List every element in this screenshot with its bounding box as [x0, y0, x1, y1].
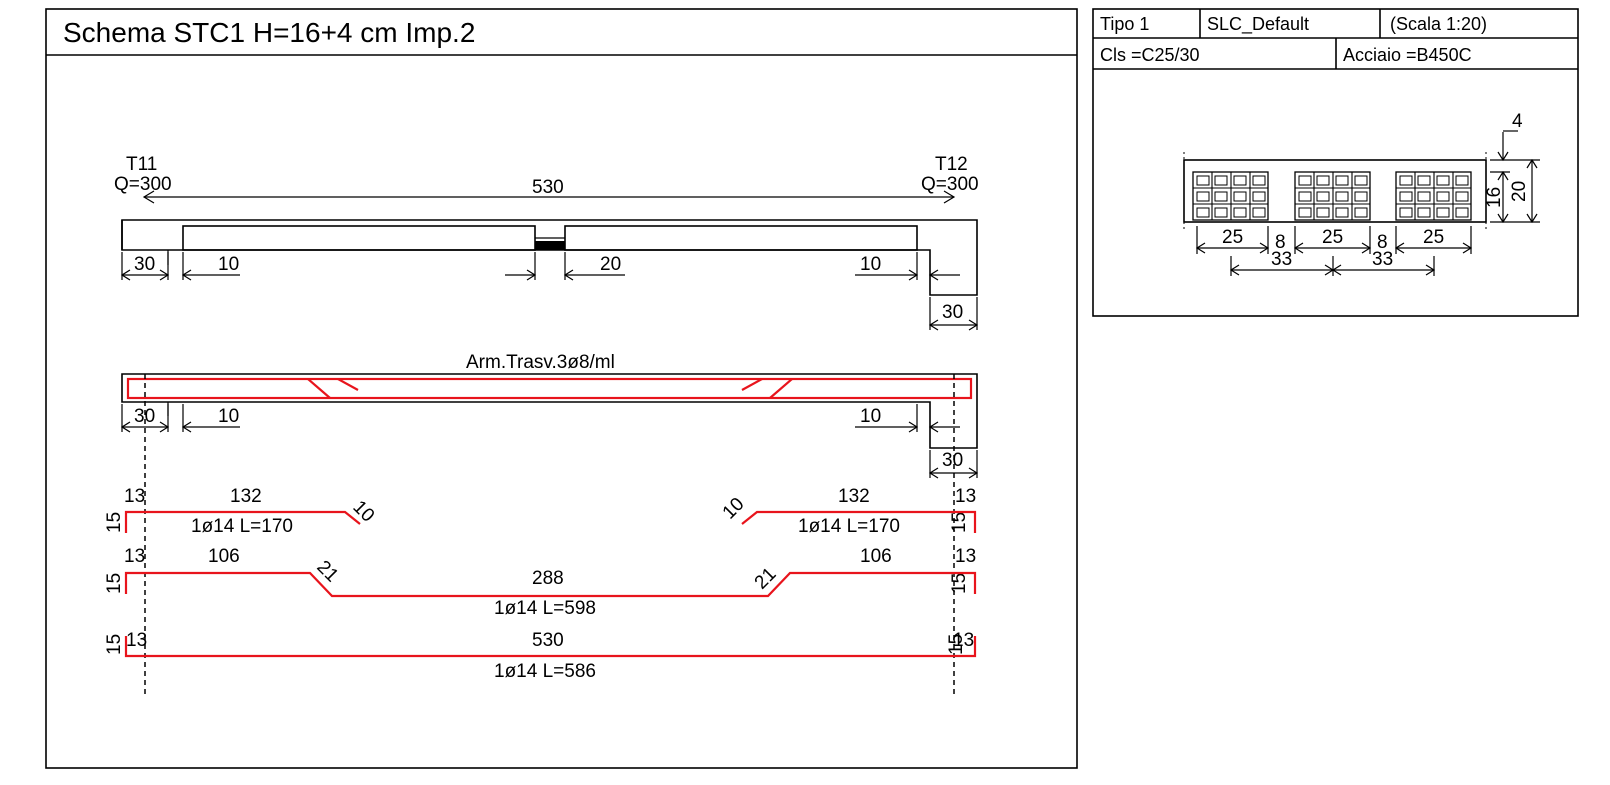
bar3-len: 530 — [532, 630, 564, 651]
sec-dim-top: 4 — [1512, 111, 1523, 132]
bar-2: 13 106 21 15 288 21 106 13 15 1ø14 L=598 — [104, 546, 976, 619]
sec-dim-gap2: 8 — [1377, 232, 1388, 253]
bar3-left-hook: 13 — [126, 630, 147, 651]
trans-d-right: 10 — [860, 406, 881, 427]
sec-dim-pitch2: 33 — [1372, 249, 1393, 270]
bar1-right-bend: 10 — [719, 494, 749, 524]
left-support-load: Q=300 — [114, 174, 172, 195]
bar1-right-len: 132 — [838, 486, 870, 507]
sec-dim-pitch1: 33 — [1271, 249, 1292, 270]
slab-cross-section — [1183, 152, 1487, 232]
bar2-left-hook: 13 — [124, 546, 145, 567]
main-drawing-frame: Schema STC1 H=16+4 cm Imp.2 — [45, 8, 1078, 769]
bar1-right-label: 1ø14 L=170 — [798, 516, 900, 537]
bar2-right-len: 106 — [860, 546, 892, 567]
sec-dim-h-total: 20 — [1509, 181, 1530, 202]
bar2-label: 1ø14 L=598 — [494, 598, 596, 619]
sec-dim-w2: 25 — [1322, 227, 1343, 248]
elev-d-right: 10 — [860, 254, 881, 275]
bar2-left-len: 106 — [208, 546, 240, 567]
bar-1: 13 132 10 15 1ø14 L=170 10 132 13 15 1ø1… — [104, 486, 976, 537]
trans-d-left: 10 — [218, 406, 239, 427]
section-info-box: Tipo 1 SLC_Default (Scala 1:20) Cls =C25… — [1092, 8, 1579, 317]
elev-left-width: 30 — [134, 254, 155, 275]
sec-dim-w1: 25 — [1222, 227, 1243, 248]
trans-right-width: 30 — [942, 450, 963, 471]
info-slc: SLC_Default — [1207, 14, 1309, 35]
bar3-left-vert: 15 — [104, 634, 125, 655]
trans-left-width: 30 — [134, 406, 155, 427]
sec-dim-w3: 25 — [1423, 227, 1444, 248]
bar3-right-vert: 15 — [946, 634, 967, 655]
info-scala: (Scala 1:20) — [1390, 14, 1487, 34]
bar1-left-label: 1ø14 L=170 — [191, 516, 293, 537]
bar1-left-bend: 10 — [348, 497, 378, 527]
bar1-left-vert: 15 — [104, 512, 125, 533]
sec-dim-h-inner: 16 — [1484, 187, 1505, 208]
bar3-right-hook: 13 — [953, 630, 974, 651]
bar2-left-vert: 15 — [104, 573, 125, 594]
bar-3: 15 13 530 15 13 1ø14 L=586 — [104, 630, 977, 682]
beam-elevation: T11 Q=300 T12 Q=300 530 30 10 — [114, 154, 979, 331]
info-tipo: Tipo 1 — [1100, 14, 1149, 34]
transverse-label: Arm.Trasv.3ø8/ml — [466, 352, 615, 373]
bar1-left-hook: 13 — [124, 486, 145, 507]
elev-d-left: 10 — [218, 254, 239, 275]
bar2-right-hook: 13 — [955, 546, 976, 567]
bar2-right-vert: 15 — [949, 573, 970, 594]
bar1-left-len: 132 — [230, 486, 262, 507]
bar2-left-bend: 21 — [312, 557, 342, 587]
info-cls: Cls =C25/30 — [1100, 45, 1200, 65]
bar1-right-vert: 15 — [949, 512, 970, 533]
sec-dim-gap1: 8 — [1275, 232, 1286, 253]
bar2-mid: 288 — [532, 568, 564, 589]
left-support-name: T11 — [126, 154, 157, 175]
elev-d-mid: 20 — [600, 254, 621, 275]
drawing-title: Schema STC1 H=16+4 cm Imp.2 — [63, 17, 475, 48]
span-dimension: 530 — [532, 177, 564, 198]
elev-right-width: 30 — [942, 302, 963, 323]
right-support-name: T12 — [935, 154, 968, 175]
bar1-right-hook: 13 — [955, 486, 976, 507]
info-acciaio: Acciaio =B450C — [1343, 45, 1472, 65]
bar3-label: 1ø14 L=586 — [494, 661, 596, 682]
right-support-load: Q=300 — [921, 174, 979, 195]
transverse-reinforcement: Arm.Trasv.3ø8/ml 30 10 10 30 — [120, 352, 979, 479]
